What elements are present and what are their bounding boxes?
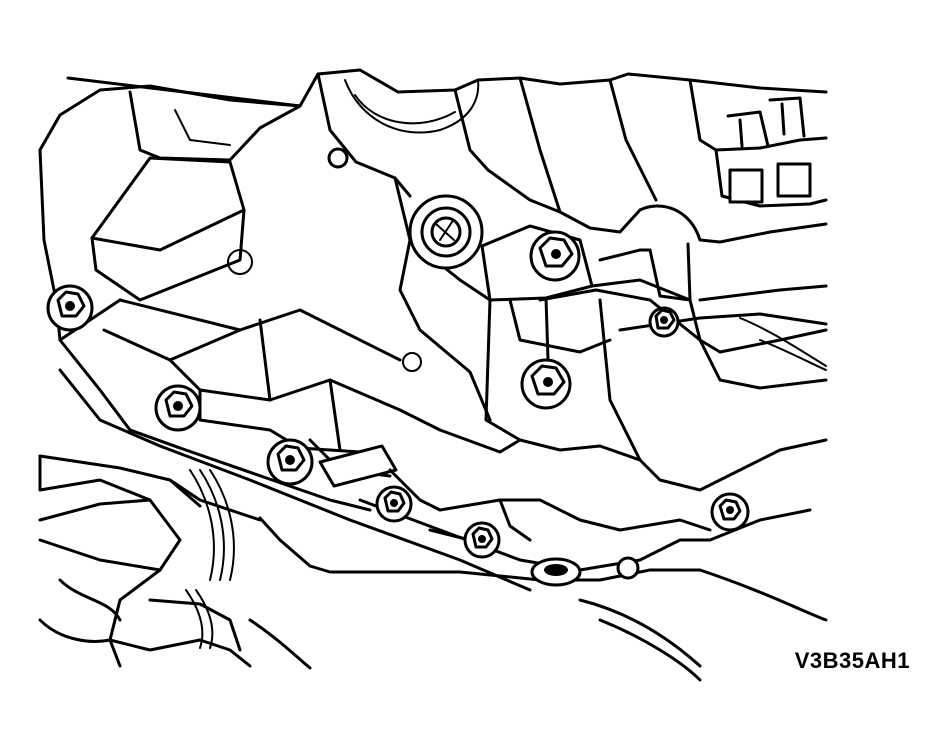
oil-pan-lower bbox=[38, 368, 712, 592]
transaxle-housing bbox=[38, 454, 828, 682]
bolt-3-icon bbox=[266, 438, 314, 486]
drain-plug-icon bbox=[530, 557, 582, 587]
bolt-7-icon bbox=[520, 358, 572, 410]
oil-pan-body bbox=[102, 176, 522, 488]
bolt-9-icon bbox=[710, 492, 750, 532]
stud-icon bbox=[327, 147, 349, 169]
bolt-8-icon bbox=[648, 306, 680, 338]
figure-code: V3B35AH1 bbox=[794, 648, 910, 673]
oil-pan-flange-left bbox=[54, 156, 422, 450]
bolt-5-icon bbox=[463, 521, 501, 559]
engine-block bbox=[38, 68, 828, 354]
bolt-4-icon bbox=[375, 485, 413, 523]
bolt-1-icon bbox=[46, 284, 94, 332]
washer-icon bbox=[616, 556, 640, 580]
bolt-6-icon bbox=[529, 230, 581, 282]
bolt-2-icon bbox=[154, 384, 202, 432]
oil-filter-adapter-plug bbox=[408, 194, 484, 270]
